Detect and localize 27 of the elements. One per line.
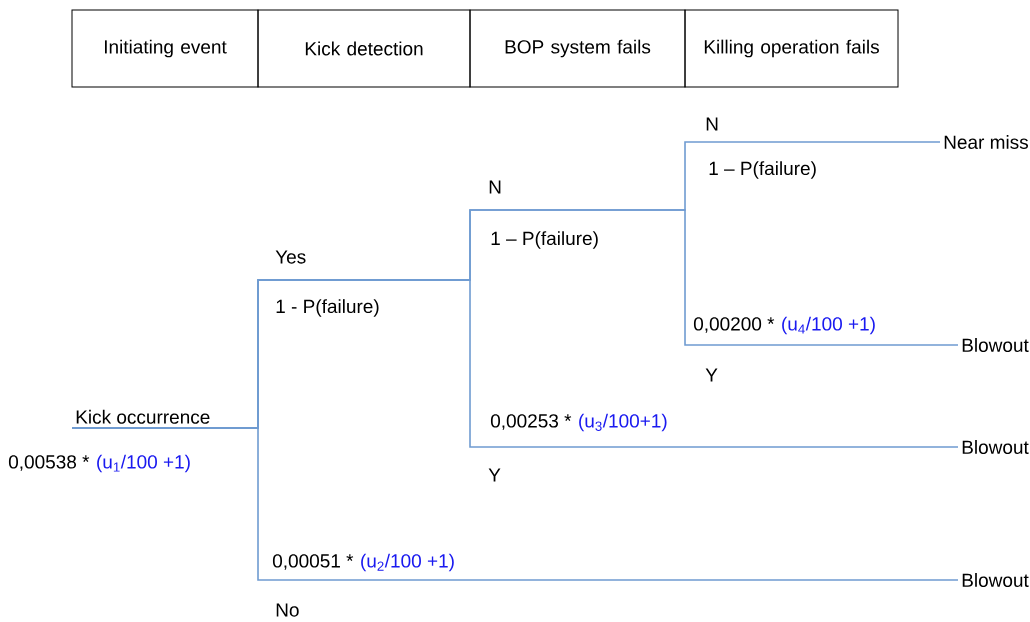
branch-label: Y [488, 468, 501, 482]
probability-label: 0,00200 * [693, 317, 775, 333]
probability-label: (u$_{1}$/100 +1) [97, 454, 190, 473]
branch-label: 1 - P(failure) [276, 299, 379, 317]
header-cell: Initiating event [71, 9, 259, 88]
branch-label: No [276, 603, 299, 617]
event-label: Kick occurrence [76, 409, 210, 424]
probability-label: 0,00538 * [8, 455, 90, 471]
branch-label: N [489, 180, 501, 194]
outcome-label: Blowout [962, 573, 1029, 587]
header-cell: BOP system fails [469, 9, 686, 88]
probability-label: 0,00051 * [272, 554, 354, 570]
outcome-label: Blowout [962, 440, 1029, 454]
outcome-label: Blowout [962, 338, 1029, 352]
outcome-label: Near miss [944, 135, 1028, 149]
branch-label: N [706, 117, 718, 131]
branch-label: Y [705, 368, 718, 382]
probability-label: (u$_{2}$/100 +1) [361, 553, 454, 572]
header-cell: Killing operation fails [684, 9, 899, 88]
branch-line [71, 427, 959, 581]
branch-label: Yes [275, 250, 306, 264]
branch-label: 1 – P(failure) [709, 161, 816, 179]
probability-label: (u$_{4}$/100 +1) [782, 316, 875, 335]
probability-label: (u$_{3}$/100+1) [579, 413, 667, 432]
branch-label: 1 – P(failure) [491, 231, 598, 249]
header-cell: Kick detection [257, 9, 471, 88]
probability-label: 0,00253 * [490, 414, 572, 430]
